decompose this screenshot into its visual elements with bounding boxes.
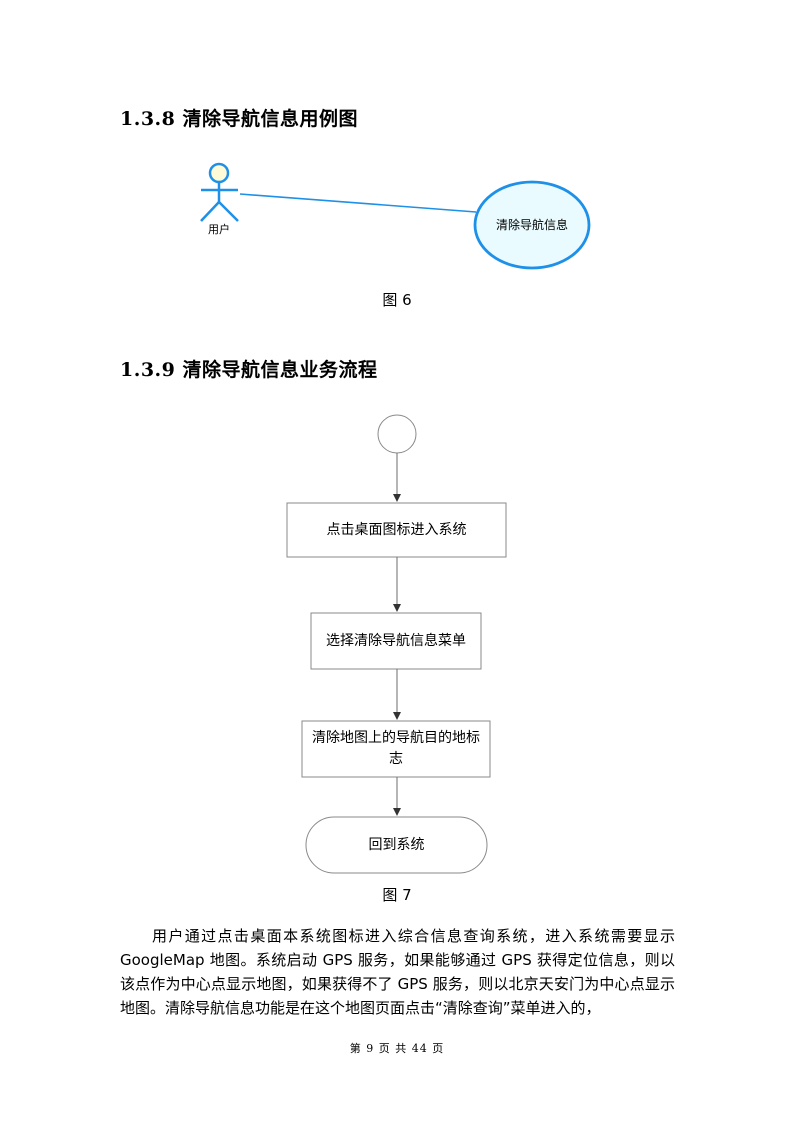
figure-caption-6: 图 6 [382, 291, 412, 309]
flow-step-3-label: 清除地图上的导航目的地标志 [312, 730, 480, 767]
actor-icon [200, 162, 239, 222]
figure-caption-7: 图 7 [382, 886, 412, 904]
body-paragraph: 用户通过点击桌面本系统图标进入综合信息查询系统，进入系统需要显示GoogleMa… [120, 927, 675, 1017]
flow-end-node [305, 816, 488, 874]
actor-label: 用户 [208, 222, 230, 236]
section-heading-1-3-9: 1.3.9 清除导航信息业务流程 [120, 359, 378, 381]
association-line [239, 193, 477, 213]
flow-step-1-label: 点击桌面图标进入系统 [326, 521, 467, 538]
flow-end-label: 回到系统 [368, 836, 425, 853]
flow-start-node [377, 414, 417, 454]
page-footer: 第 9 页 共 44 页 [349, 1042, 445, 1055]
flow-step-box [301, 720, 491, 778]
usecase-ellipse [473, 180, 591, 270]
flow-step-box [286, 502, 507, 558]
section-heading-1-3-8: 1.3.8 清除导航信息用例图 [120, 108, 359, 130]
flow-step-box [310, 612, 482, 670]
flow-step-2-label: 选择清除导航信息菜单 [326, 632, 466, 649]
usecase-label: 清除导航信息 [495, 217, 568, 232]
